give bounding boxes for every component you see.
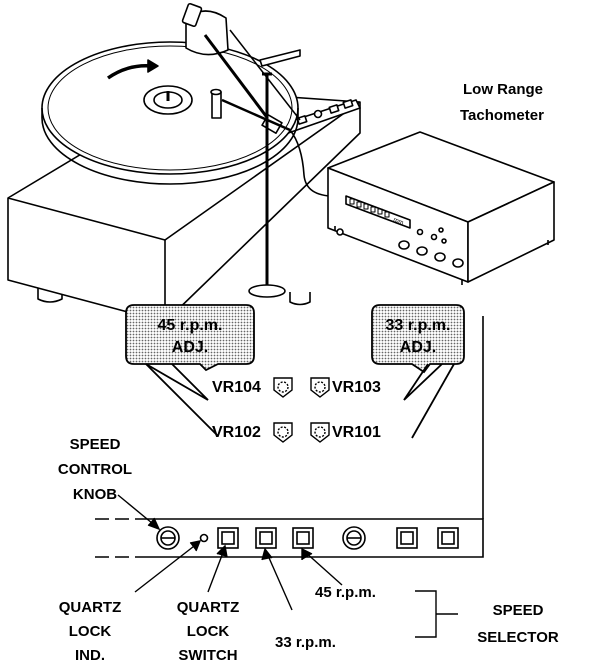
callout-45rpm-line1: 45 r.p.m. xyxy=(157,317,223,334)
speed-control-knob-line1: SPEED xyxy=(69,436,121,453)
callout-45rpm-line2: ADJ. xyxy=(171,339,209,356)
resistor-vr103-label: VR103 xyxy=(332,379,381,396)
quartz-lock-ind-line2: LOCK xyxy=(68,623,112,640)
quartz-lock-switch-line3: SWITCH xyxy=(178,647,238,664)
speed-selector-line1: SPEED xyxy=(492,602,544,619)
speed-control-knob-line2: CONTROL xyxy=(57,461,133,478)
tachometer-label-line1: Low Range xyxy=(463,81,544,98)
front-panel xyxy=(95,316,484,558)
tachometer-label-line2: Tachometer xyxy=(460,107,544,124)
callout-33rpm-line1: 33 r.p.m. xyxy=(385,317,451,334)
tachometer-device: rpm xyxy=(327,131,555,285)
speed-selector-line2: SELECTOR xyxy=(477,629,559,646)
resistor-vr104-label: VR104 xyxy=(212,379,261,396)
leader-lines xyxy=(117,494,458,638)
resistor-vr101-label: VR101 xyxy=(332,424,381,441)
speed-control-knob-line3: KNOB xyxy=(72,486,118,503)
callout-33rpm-line2: ADJ. xyxy=(399,339,437,356)
callout-33rpm-bubble xyxy=(371,304,465,439)
speed-33rpm-label: 33 r.p.m. xyxy=(275,634,336,651)
resistor-vr102-label: VR102 xyxy=(212,424,261,441)
turntable-illustration xyxy=(7,2,361,346)
quartz-lock-switch-line1: QUARTZ xyxy=(176,599,240,616)
quartz-lock-switch-line2: LOCK xyxy=(186,623,230,640)
quartz-lock-ind-line3: IND. xyxy=(75,647,105,664)
quartz-lock-ind-line1: QUARTZ xyxy=(58,599,122,616)
callout-45rpm-bubble xyxy=(125,304,255,437)
speed-45rpm-label: 45 r.p.m. xyxy=(315,584,376,601)
svg-text:rpm: rpm xyxy=(392,217,404,226)
trimmer-pot-icons xyxy=(273,377,330,443)
